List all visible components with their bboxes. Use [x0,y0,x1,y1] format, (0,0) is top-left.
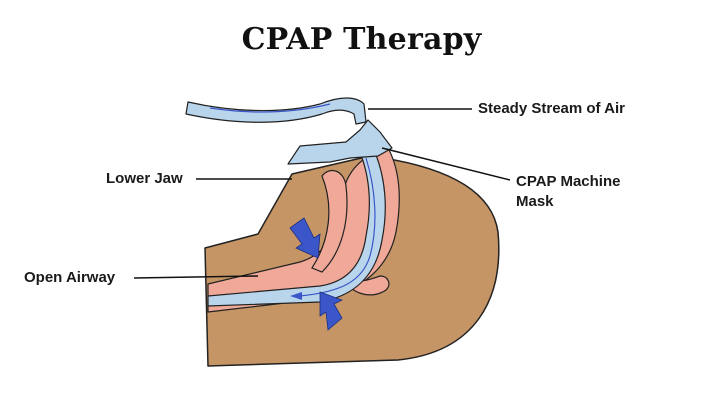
pressure-arrow-upper [289,217,321,259]
flow-arrowhead [290,292,302,300]
label-open-airway: Open Airway [24,269,116,286]
leader-open-airway [133,275,259,279]
pressure-arrow-lower [319,291,344,331]
label-steady-stream: Steady Stream of Air [478,100,625,117]
diagram-title: CPAP Therapy [241,22,482,57]
tongue [311,169,348,273]
leader-cpap-mask [381,147,511,181]
cpap-mask [287,119,393,165]
label-lower-jaw: Lower Jaw [106,170,183,187]
air-hose [185,97,367,125]
flow-arrow-hose [209,103,331,113]
flow-arrow-airway [299,157,376,297]
label-mask: Mask [516,193,554,210]
label-cpap-machine: CPAP Machine [516,173,621,190]
